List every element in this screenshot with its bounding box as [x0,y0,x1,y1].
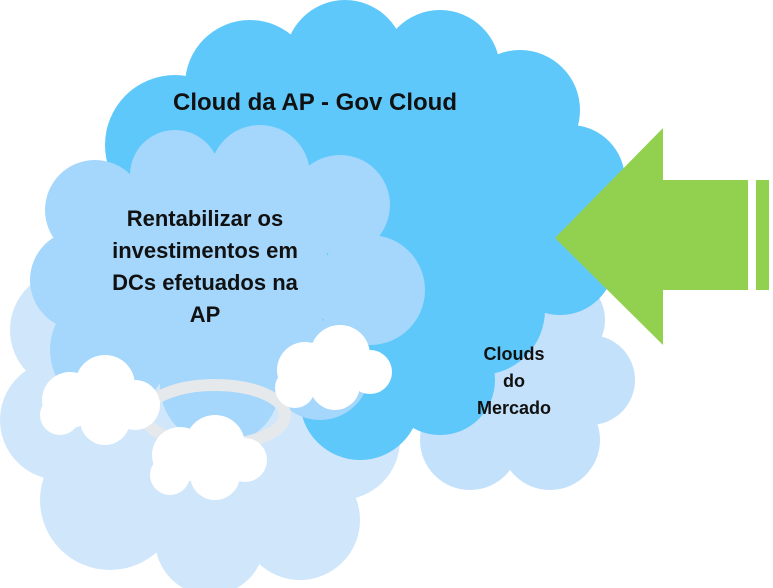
inner-line-2: investimentos em [112,238,298,263]
inner-line-1: Rentabilizar os [127,206,283,231]
small-cloud-bottom [150,415,267,500]
inner-cloud-label: Rentabilizar os investimentos em DCs efe… [112,206,299,327]
market-line-3: Mercado [477,398,551,418]
gov-cloud-title: Cloud da AP - Gov Cloud [173,89,457,116]
market-line-2: do [503,371,525,391]
left-arrow [555,128,769,345]
small-cloud-left [40,355,160,445]
inner-line-4: AP [190,302,221,327]
inner-line-3: DCs efetuados na [112,270,299,295]
market-cloud-label: Clouds do Mercado [477,344,551,418]
small-cloud-right [275,325,392,410]
market-line-1: Clouds [484,344,545,364]
